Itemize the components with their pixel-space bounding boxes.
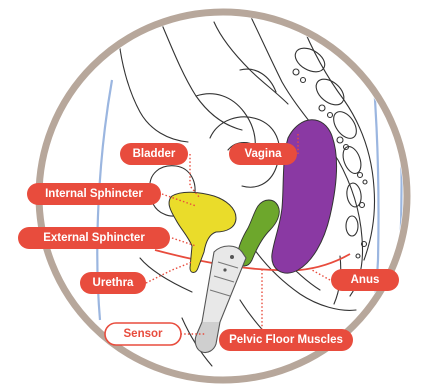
label-internal-sphincter: Internal Sphincter xyxy=(27,183,161,205)
label-vagina-text: Vagina xyxy=(244,148,282,160)
label-sensor-text: Sensor xyxy=(124,328,164,340)
label-urethra-text: Urethra xyxy=(93,277,135,289)
label-bladder-text: Bladder xyxy=(133,148,176,160)
label-pelvic-floor-muscles: Pelvic Floor Muscles xyxy=(219,329,353,351)
label-anus-text: Anus xyxy=(351,274,380,286)
label-external-sphincter: External Sphincter xyxy=(18,227,170,249)
label-vagina: Vagina xyxy=(229,143,297,165)
label-anus: Anus xyxy=(331,269,399,291)
label-bladder: Bladder xyxy=(120,143,188,165)
label-internal-sphincter-text: Internal Sphincter xyxy=(45,188,143,200)
label-pelvic-floor-muscles-text: Pelvic Floor Muscles xyxy=(229,334,343,346)
label-external-sphincter-text: External Sphincter xyxy=(43,232,145,244)
label-sensor: Sensor xyxy=(105,323,181,345)
label-urethra: Urethra xyxy=(80,272,146,294)
